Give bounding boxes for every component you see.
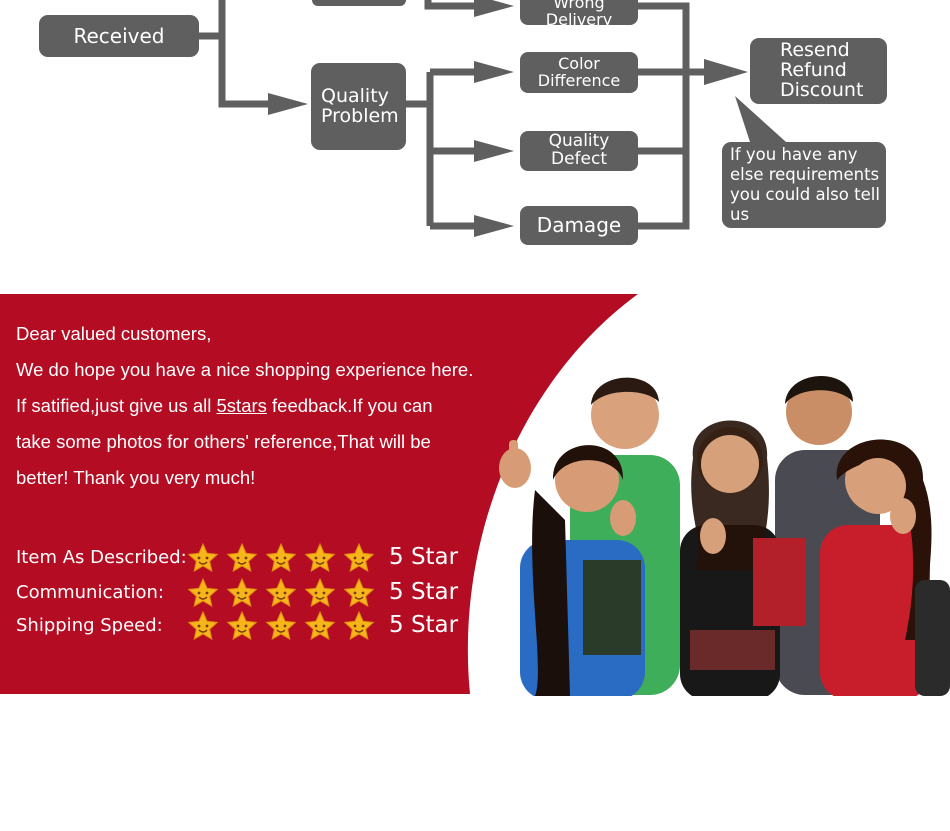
smiley-star-icon <box>265 543 297 573</box>
message-line-2-end: feedback.If you can <box>266 395 433 416</box>
smiley-star-icon <box>226 578 258 608</box>
smiley-star-icon <box>226 611 258 641</box>
rating-value: 5 Star <box>389 544 459 570</box>
smiley-star-icon <box>343 543 375 573</box>
smiley-star-icon <box>304 578 336 608</box>
message-line-4: better! Thank you very much! <box>16 467 256 488</box>
star-rating <box>188 543 375 573</box>
smiley-star-icon <box>343 611 375 641</box>
five-stars-link[interactable]: 5stars <box>216 395 267 416</box>
smiley-star-icon <box>265 578 297 608</box>
message-line-2: If satified,just give us all 5stars feed… <box>16 395 433 417</box>
resend-refund-discount-box: Resend Refund Discount <box>750 38 887 104</box>
color-difference-box: Color Difference <box>520 52 638 93</box>
smiley-star-icon <box>304 543 336 573</box>
partial-box <box>312 0 406 6</box>
flowchart-connectors <box>198 0 786 237</box>
greeting-text: Dear valued customers, <box>16 323 212 344</box>
smiley-star-icon <box>188 543 219 573</box>
rating-value: 5 Star <box>389 579 459 605</box>
smiley-star-icon <box>188 611 219 641</box>
quality-defect-box: Quality Defect <box>520 131 638 171</box>
received-box: Received <box>39 15 199 57</box>
rating-value: 5 Star <box>389 612 459 638</box>
customers-thumbs-up-photo <box>499 375 950 696</box>
quality-problem-box: Quality Problem <box>311 63 406 150</box>
smiley-star-icon <box>226 543 258 573</box>
message-line-2-start: If satified,just give us all <box>16 395 217 416</box>
wrong-delivery-box: Wrong Delivery <box>520 0 638 27</box>
message-line-1: We do hope you have a nice shopping expe… <box>16 359 474 380</box>
message-line-3: take some photos for others' reference,T… <box>16 431 431 452</box>
star-rating <box>188 578 375 608</box>
note-bubble: If you have any else requirements you co… <box>722 142 886 228</box>
rating-label: Shipping Speed: <box>16 615 163 636</box>
damage-box: Damage <box>520 206 638 245</box>
rating-label: Item As Described: <box>16 547 187 568</box>
smiley-star-icon <box>304 611 336 641</box>
smiley-star-icon <box>265 611 297 641</box>
smiley-star-icon <box>188 578 219 608</box>
smiley-star-icon <box>343 578 375 608</box>
rating-label: Communication: <box>16 582 164 603</box>
star-rating <box>188 611 375 641</box>
